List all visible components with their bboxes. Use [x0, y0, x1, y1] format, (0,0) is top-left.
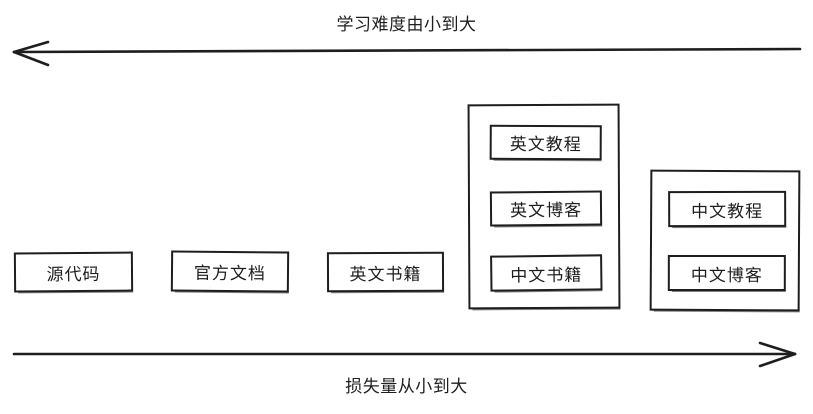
- node-chinese-tutorial[interactable]: 中文教程: [668, 190, 787, 228]
- node-source-code[interactable]: 源代码: [13, 251, 134, 293]
- node-label: 中文书籍: [510, 265, 583, 286]
- node-label: 英文博客: [509, 200, 583, 222]
- node-english-tutorial[interactable]: 英文教程: [489, 124, 602, 161]
- node-label: 英文教程: [509, 134, 582, 156]
- top-axis-label: 学习难度由小到大: [336, 15, 477, 35]
- node-english-books[interactable]: 英文书籍: [326, 251, 445, 293]
- bottom-arrow-icon: [12, 341, 797, 368]
- node-label: 源代码: [46, 264, 101, 285]
- node-official-docs[interactable]: 官方文档: [170, 250, 290, 293]
- node-label: 英文书籍: [349, 264, 422, 285]
- node-label: 中文教程: [691, 201, 764, 222]
- top-arrow-icon: [12, 40, 802, 67]
- node-english-blog[interactable]: 英文博客: [489, 190, 603, 227]
- group-chinese-right: 中文教程 中文博客: [649, 169, 801, 312]
- group-english-middle: 英文教程 英文博客 中文书籍: [467, 103, 621, 310]
- node-chinese-blog[interactable]: 中文博客: [667, 254, 786, 292]
- bottom-axis-label: 损失量从小到大: [345, 377, 468, 397]
- node-label: 官方文档: [193, 263, 267, 285]
- node-chinese-books[interactable]: 中文书籍: [490, 254, 603, 292]
- node-label: 中文博客: [690, 265, 763, 286]
